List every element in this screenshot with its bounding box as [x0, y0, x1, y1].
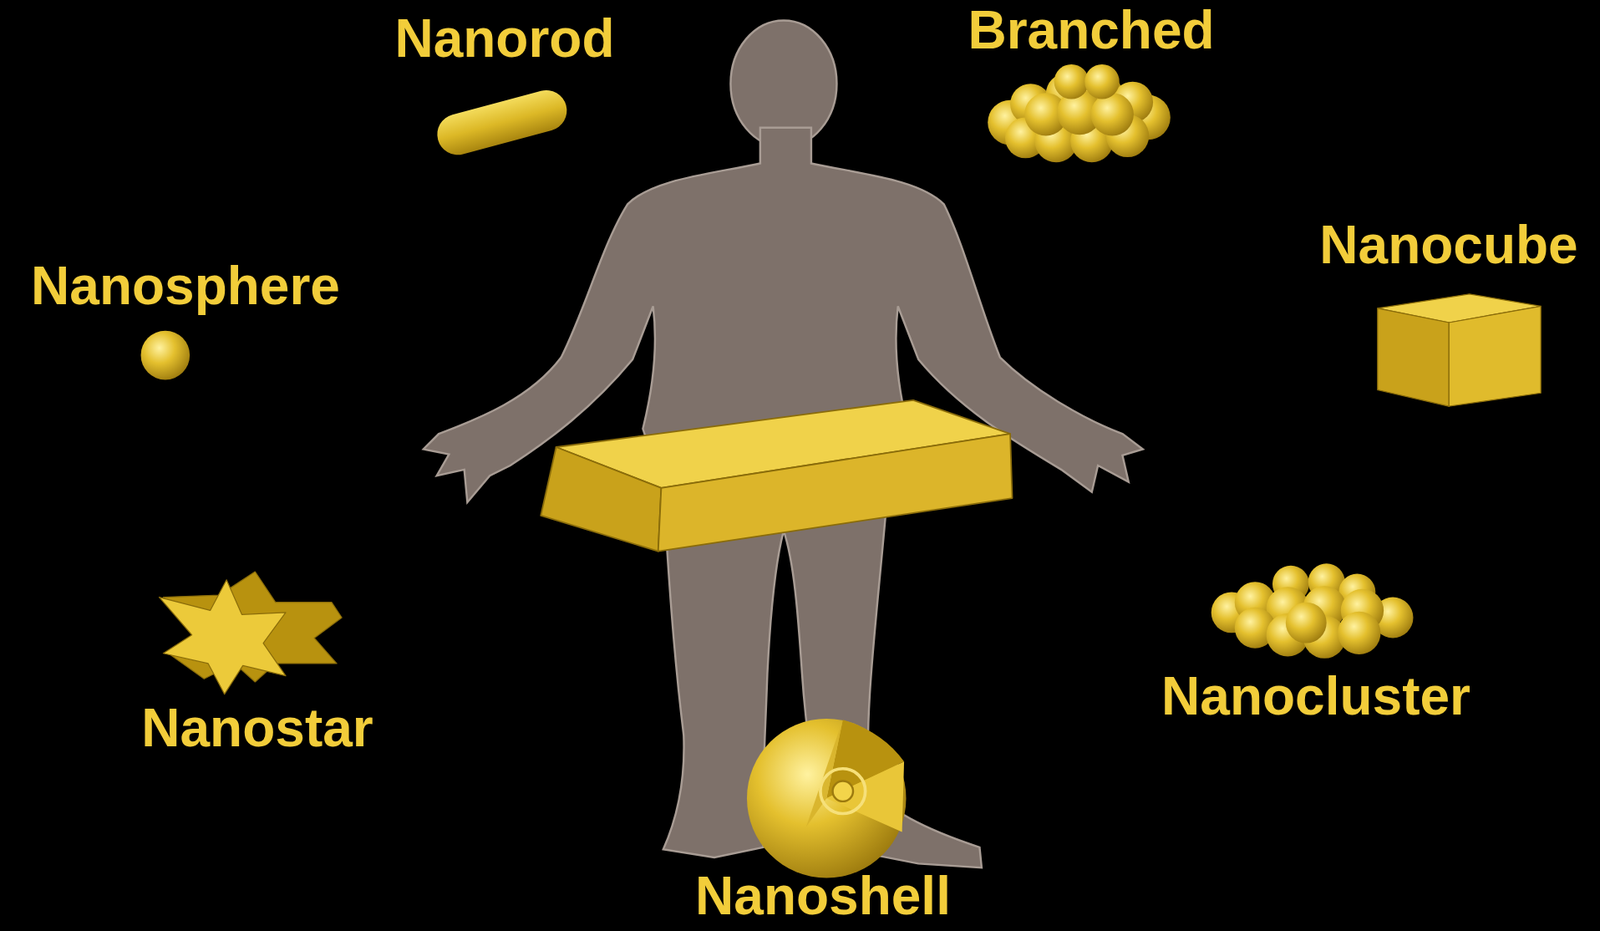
nanostar-shape	[159, 571, 343, 695]
nanorod-shape	[432, 85, 572, 159]
shape-label: Nanorod	[394, 11, 615, 66]
shape-label: Nanocluster	[1161, 669, 1471, 723]
shape-label: Nanostar	[141, 700, 373, 755]
branched-shape	[987, 64, 1171, 163]
shape-label: Nanocube	[1319, 218, 1578, 272]
shape-label: Branched	[967, 3, 1214, 57]
shape-label: Nanosphere	[30, 259, 341, 313]
nanosphere-shape	[141, 330, 191, 381]
shape-label: Nanoshell	[695, 868, 951, 923]
nanocluster-shape	[1211, 563, 1414, 659]
nanoshell-shape	[746, 718, 907, 879]
nanocube-shape	[1377, 294, 1541, 407]
gold-bar	[540, 400, 1012, 552]
